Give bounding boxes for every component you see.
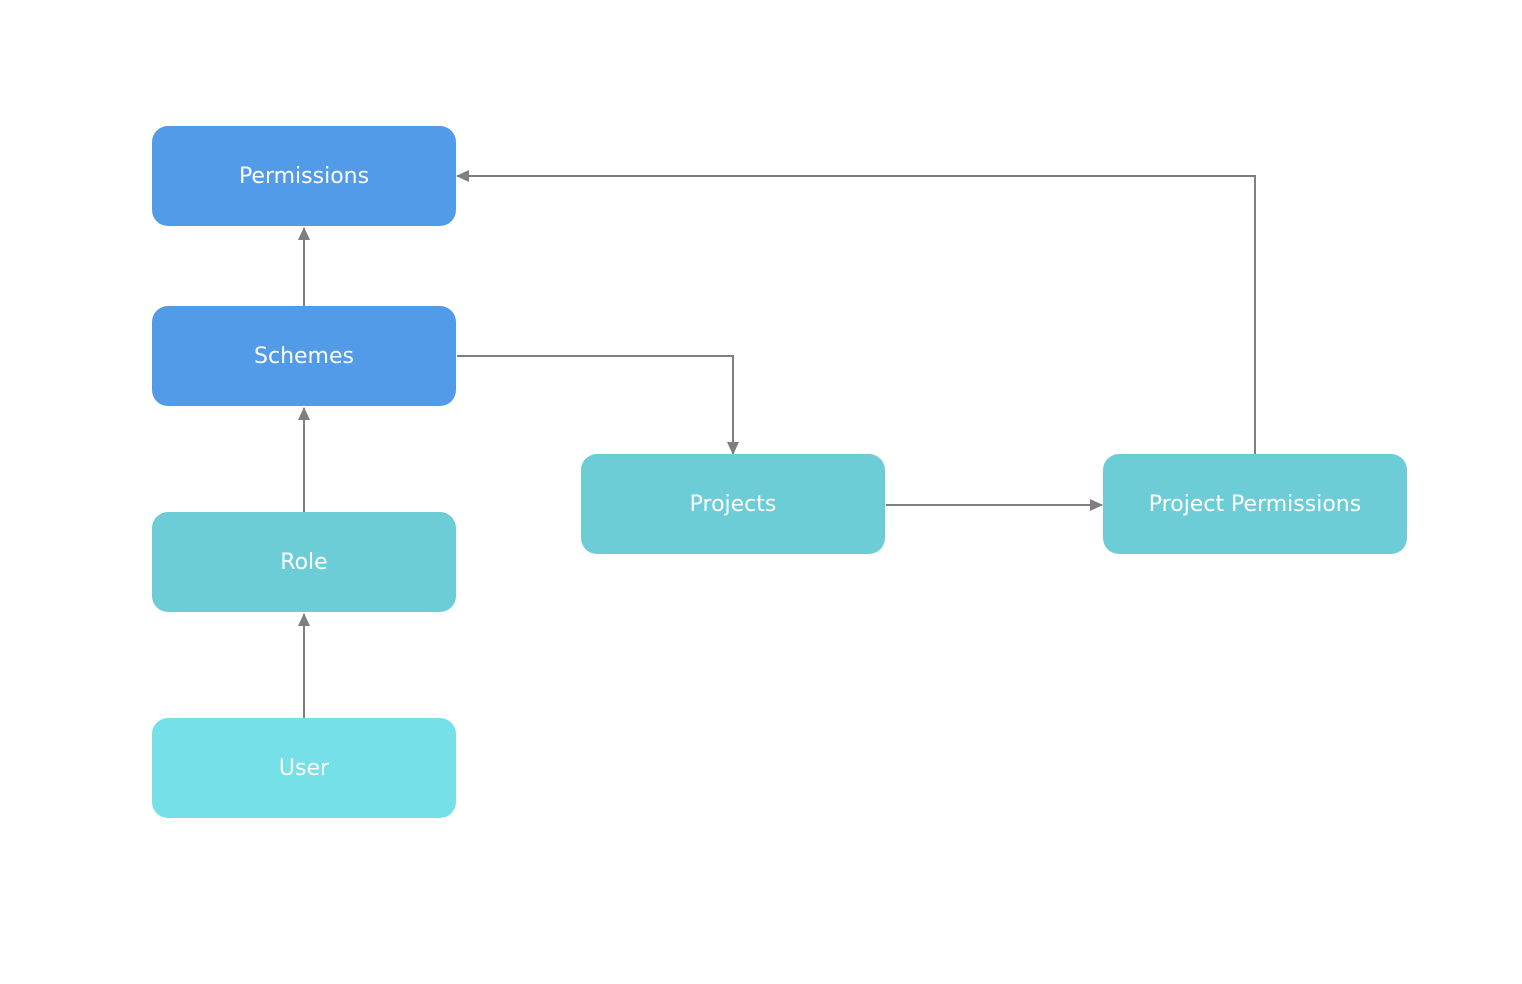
node-role[interactable]: Role [152,512,456,612]
node-schemes-label: Schemes [254,343,354,369]
node-project-permissions-label: Project Permissions [1148,491,1362,517]
node-permissions-label: Permissions [238,163,370,189]
node-permissions[interactable]: Permissions [152,126,456,226]
node-projects[interactable]: Projects [581,454,885,554]
edge-schemes-to-projects [457,355,739,455]
node-user-label: User [278,755,330,781]
node-schemes[interactable]: Schemes [152,306,456,406]
node-projects-label: Projects [689,491,777,517]
edge-project-permissions-to-permissions [456,170,1256,454]
node-project-permissions[interactable]: Project Permissions [1103,454,1407,554]
node-user[interactable]: User [152,718,456,818]
node-role-label: Role [280,549,328,575]
